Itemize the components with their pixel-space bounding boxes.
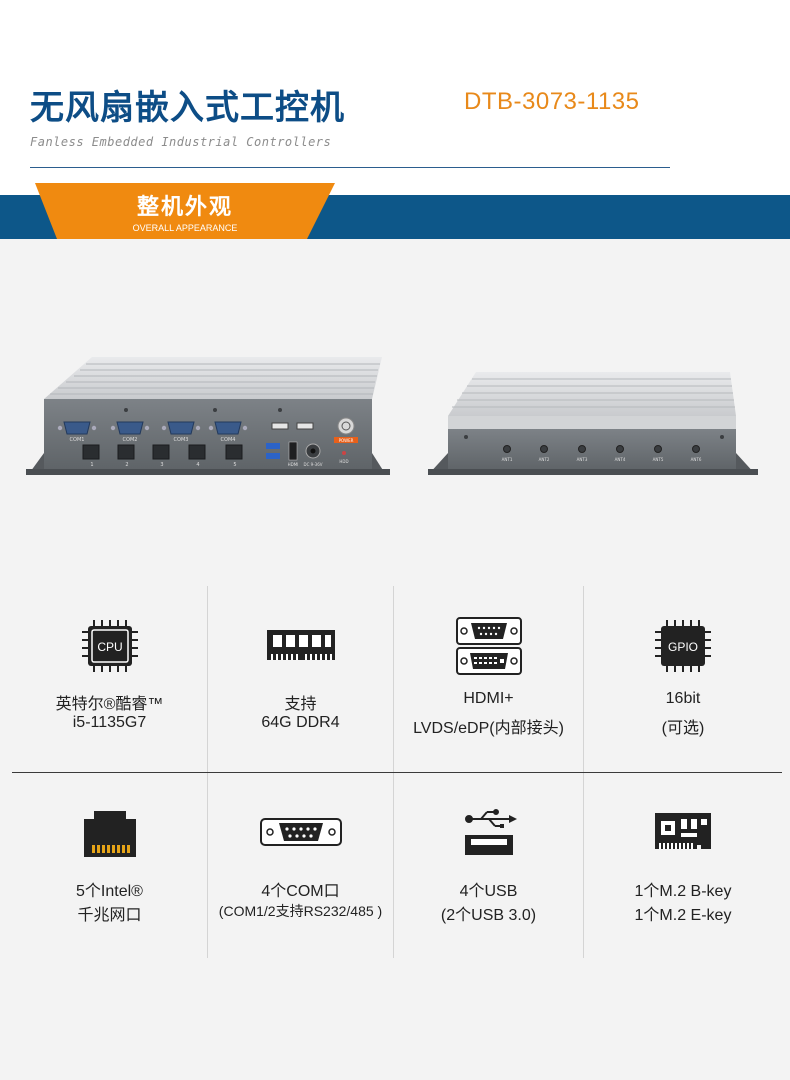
gpio-chip-text: GPIO — [668, 640, 698, 654]
feature-ethernet: 5个Intel® 千兆网口 — [12, 773, 207, 959]
device-rear-view: ANT1 ANT2 ANT3 ANT4 ANT5 ANT6 — [428, 372, 758, 475]
hdmi-label: HDMI — [288, 462, 299, 467]
feature-line: HDMI+ — [463, 690, 514, 707]
feature-line: 千兆网口 — [77, 907, 142, 924]
ant-label: ANT5 — [653, 457, 664, 462]
feature-usb: 4个USB (2个USB 3.0) — [394, 773, 583, 959]
com-label: COM1 — [70, 437, 85, 443]
feature-line: (2个USB 3.0) — [440, 907, 537, 924]
page-subtitle: Fanless Embedded Industrial Controllers — [30, 135, 332, 149]
hdd-label: HDD — [339, 459, 348, 464]
ant-label: ANT4 — [615, 457, 626, 462]
feature-m2: 1个M.2 B-key 1个M.2 E-key — [584, 773, 782, 959]
grid-divider — [583, 586, 584, 772]
grid-divider — [583, 773, 584, 958]
grid-divider — [393, 773, 394, 958]
feature-grid: CPU 英特尔®酷睿™ i5-1135G7 支持 64G DDR4 — [12, 586, 782, 958]
com-label: COM4 — [221, 437, 236, 443]
section-banner-tab: 整机外观 OVERALL APPEARANCE — [35, 183, 335, 239]
device-front-view: COM1 COM2 COM3 COM4 1 2 3 4 5 H — [26, 357, 390, 475]
feature-line: 5个Intel® — [76, 883, 143, 900]
ant-label: ANT2 — [539, 457, 550, 462]
feature-line: i5-1135G7 — [72, 714, 147, 731]
cpu-icon: CPU — [81, 620, 138, 672]
feature-line: 4个COM口 — [261, 883, 340, 900]
feature-line: 1个M.2 E-key — [634, 907, 732, 924]
feature-line: (可选) — [661, 720, 705, 737]
memory-icon — [266, 630, 335, 660]
feature-line: 英特尔®酷睿™ — [55, 696, 164, 713]
ant-label: ANT3 — [577, 457, 588, 462]
grid-row-divider — [12, 772, 782, 773]
ant-label: ANT1 — [502, 457, 513, 462]
feature-line: 支持 — [284, 696, 317, 713]
lan-label: 3 — [160, 462, 163, 468]
banner-tab-shape — [35, 183, 335, 239]
com-label: COM2 — [123, 437, 138, 443]
ethernet-icon — [83, 811, 136, 857]
section-title: 整机外观 — [136, 195, 233, 220]
lan-label: 2 — [125, 462, 128, 468]
feature-line: 64G DDR4 — [261, 714, 340, 731]
main-content: COM1 COM2 COM3 COM4 1 2 3 4 5 H — [0, 239, 790, 1080]
lan-label: 5 — [233, 462, 236, 468]
ant-label: ANT6 — [691, 457, 702, 462]
com-label: COM3 — [174, 437, 189, 443]
gpio-icon: GPIO — [655, 620, 711, 672]
device-photos: COM1 COM2 COM3 COM4 1 2 3 4 5 H — [26, 357, 758, 475]
m2-card-icon — [655, 813, 711, 849]
header-divider — [30, 167, 670, 168]
cpu-chip-text: CPU — [97, 640, 122, 654]
display-ports-icon — [455, 617, 522, 675]
feature-line: (COM1/2支持RS232/485 ) — [218, 903, 383, 919]
grid-divider — [207, 773, 208, 958]
grid-divider — [393, 586, 394, 772]
feature-line: 4个USB — [459, 883, 518, 900]
section-subtitle: OVERALL APPEARANCE — [132, 223, 238, 233]
feature-memory: 支持 64G DDR4 — [208, 586, 393, 772]
feature-com: 4个COM口 (COM1/2支持RS232/485 ) — [208, 773, 393, 959]
dc-label: DC 9-36V — [304, 462, 323, 467]
power-label: POWER — [339, 438, 354, 443]
model-number: DTB-3073-1135 — [464, 88, 640, 115]
grid-divider — [207, 586, 208, 772]
feature-display: HDMI+ LVDS/eDP(内部接头) — [394, 586, 583, 772]
feature-cpu: CPU 英特尔®酷睿™ i5-1135G7 — [12, 586, 207, 772]
serial-port-icon — [259, 818, 342, 846]
lan-label: 4 — [196, 462, 199, 468]
page-title: 无风扇嵌入式工控机 — [30, 88, 345, 128]
lan-label: 1 — [90, 462, 93, 468]
feature-line: LVDS/eDP(内部接头) — [413, 720, 564, 737]
feature-line: 16bit — [665, 690, 701, 707]
usb-icon — [464, 809, 517, 855]
feature-line: 1个M.2 B-key — [634, 883, 732, 900]
feature-gpio: GPIO 16bit (可选) — [584, 586, 782, 772]
